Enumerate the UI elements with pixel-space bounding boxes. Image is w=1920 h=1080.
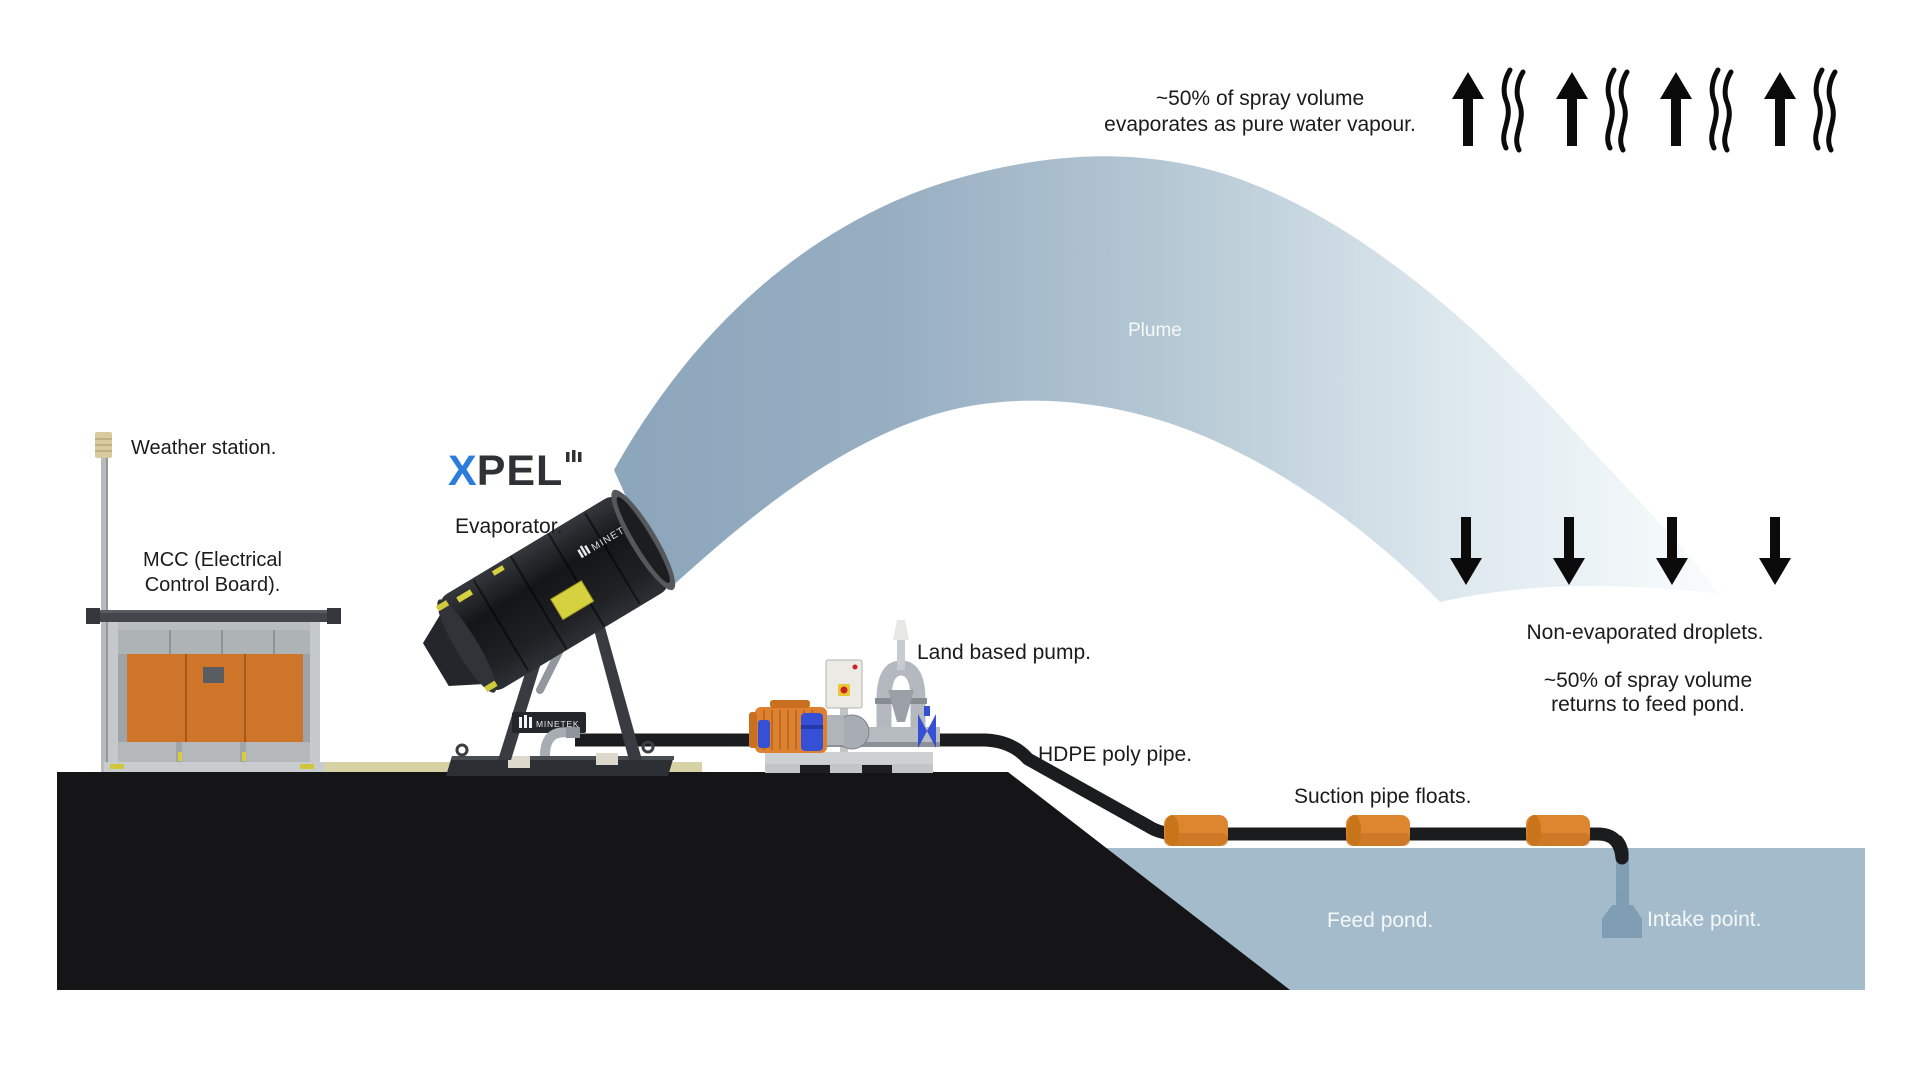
ground: [57, 772, 1290, 990]
air-valve: [893, 620, 909, 640]
suction-floats-label: Suction pipe floats.: [1294, 785, 1472, 808]
land-based-pump: [749, 620, 940, 773]
float: [1346, 815, 1410, 846]
weather-station-label: Weather station.: [131, 437, 277, 459]
xpel-logo-pel: PEL: [476, 447, 564, 495]
hdpe-pipe: [575, 733, 1629, 865]
spray-plume: [614, 156, 1718, 602]
float: [1164, 815, 1228, 846]
returns-note: ~50% of spray volume returns to feed pon…: [1543, 669, 1753, 716]
plume-label: Plume: [1128, 320, 1182, 341]
minetek-bars-icon: [566, 450, 582, 462]
evaporator-label: Evaporator.: [455, 515, 563, 538]
xpel-logo-x: X: [448, 447, 477, 495]
evaporator-cannon: MINETEK: [422, 489, 676, 693]
suction-floats: [1164, 815, 1590, 846]
vapour-note: ~50% of spray volume evaporates as pure …: [1104, 87, 1416, 136]
feed-pond-label: Feed pond.: [1327, 909, 1434, 932]
land-pump-label: Land based pump.: [917, 641, 1091, 664]
intake-point-label: Intake point.: [1647, 908, 1762, 931]
vapour-up-arrows: [1452, 70, 1835, 150]
float: [1526, 815, 1590, 846]
mcc-label: MCC (Electrical Control Board).: [143, 549, 282, 596]
droplets-label: Non-evaporated droplets.: [1526, 621, 1764, 644]
emergency-stop-button: [840, 686, 848, 694]
mcc-display-panel: [203, 667, 224, 683]
hazard-label: [549, 579, 595, 621]
evaporator-unit: MINETEK: [422, 489, 676, 776]
mcc-cabinet: [86, 608, 341, 772]
minetek-frame-text: MINETEK: [536, 719, 579, 729]
hdpe-pipe-label: HDPE poly pipe.: [1038, 743, 1193, 766]
pump-coupling: [801, 713, 823, 751]
